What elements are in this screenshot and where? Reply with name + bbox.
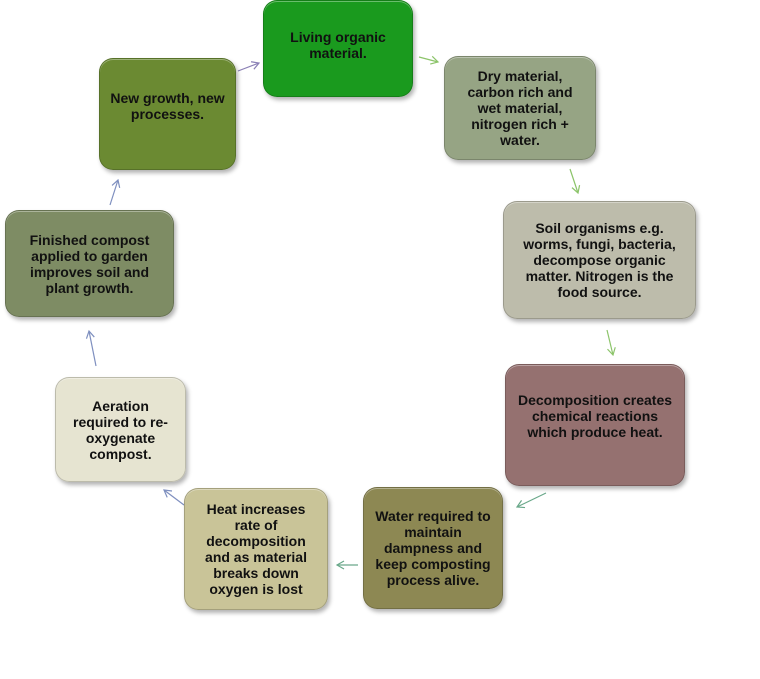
arrow-new-growth-to-living <box>237 61 261 72</box>
node-label: Finished compost applied to garden impro… <box>29 231 150 296</box>
node-label: Living organic material. <box>290 29 386 61</box>
node-label: Dry material, carbon rich and wet materi… <box>467 68 573 148</box>
node-heat-increases: Heat increases rate of decomposition and… <box>184 488 328 610</box>
arrow-soil-to-decomposition <box>606 329 616 357</box>
arrow-decomposition-to-water <box>515 492 547 509</box>
node-soil-organisms: Soil organisms e.g. worms, fungi, bacter… <box>503 201 696 319</box>
arrow-living-to-dry <box>418 55 440 65</box>
node-label: Aeration required to re-oxygenate compos… <box>73 397 168 462</box>
node-finished-compost: Finished compost applied to garden impro… <box>5 210 174 317</box>
node-label: Decomposition creates chemical reactions… <box>517 392 673 440</box>
arrow-aeration-to-finished <box>85 329 97 367</box>
node-living-organic-material: Living organic material. <box>263 0 413 97</box>
node-label: Soil organisms e.g. worms, fungi, bacter… <box>523 220 676 300</box>
node-label: Heat increases rate of decomposition and… <box>205 501 307 597</box>
arrow-heat-to-aeration <box>163 489 185 506</box>
node-aeration: Aeration required to re-oxygenate compos… <box>55 377 186 482</box>
arrow-dry-to-soil <box>569 168 581 195</box>
node-water-required: Water required to maintain dampness and … <box>363 487 503 609</box>
node-decomposition: Decomposition creates chemical reactions… <box>505 364 685 486</box>
node-label: New growth, new processes. <box>110 90 225 122</box>
node-label: Water required to maintain dampness and … <box>375 508 491 588</box>
node-new-growth: New growth, new processes. <box>99 58 236 170</box>
arrow-finished-to-new-growth <box>109 178 121 206</box>
node-dry-wet-material: Dry material, carbon rich and wet materi… <box>444 56 596 160</box>
